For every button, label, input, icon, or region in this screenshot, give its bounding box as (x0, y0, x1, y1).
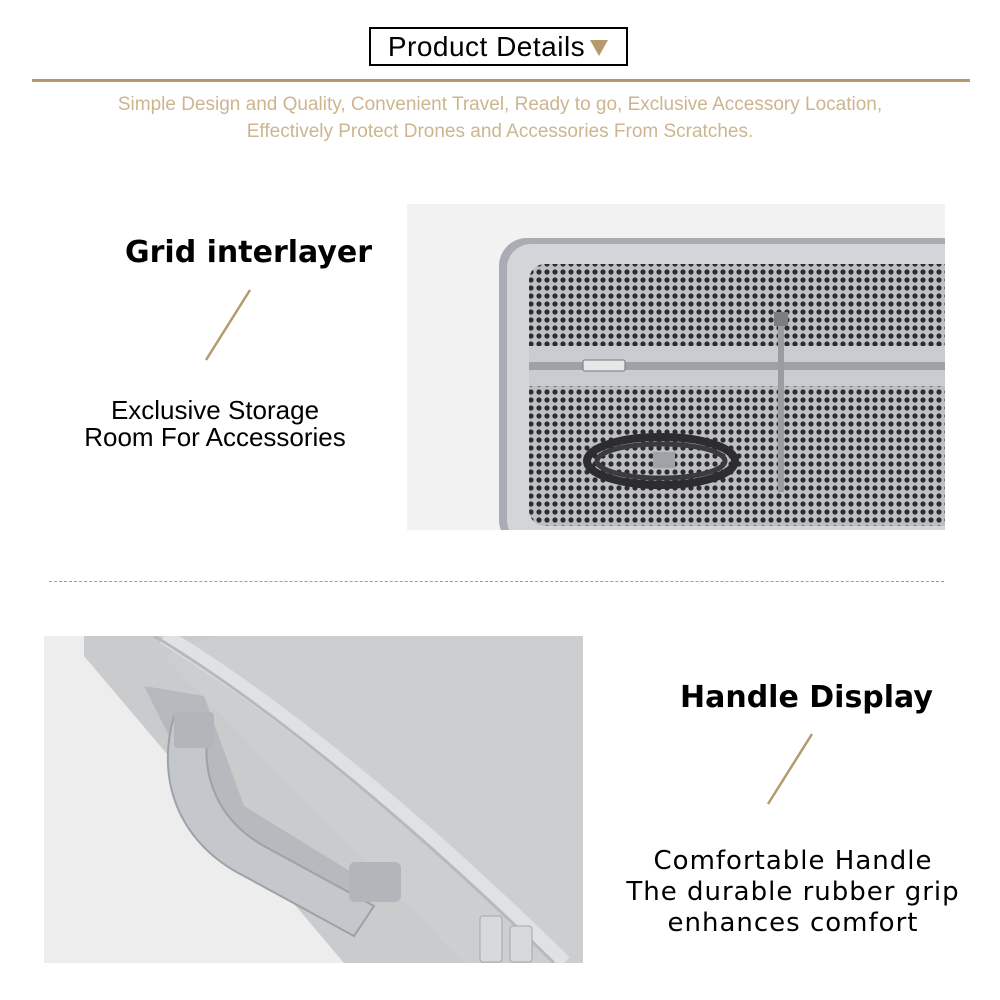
triangle-down-icon (590, 39, 609, 56)
handle-desc-line-1: Comfortable Handle (653, 846, 933, 876)
grid-desc-line-2: Room For Accessories (84, 422, 346, 452)
subtitle-line-1: Simple Design and Quality, Convenient Tr… (117, 94, 883, 115)
handle-desc-line-3: enhances comfort (667, 908, 919, 938)
handle-display-heading: Handle Display (680, 680, 933, 715)
grid-desc-line-1: Exclusive Storage (110, 395, 320, 425)
handle-display-description: Comfortable Handle The durable rubber gr… (598, 846, 988, 939)
handle-desc-line-2: The durable rubber grip (626, 877, 960, 907)
slash-divider-icon (766, 733, 814, 805)
case-handle-photo (44, 636, 583, 963)
header-divider (32, 79, 970, 82)
grid-interlayer-heading: Grid interlayer (125, 235, 373, 270)
page-title: Product Details (387, 30, 586, 62)
mesh-pocket-photo (407, 204, 945, 530)
grid-interlayer-description: Exclusive Storage Room For Accessories (60, 397, 370, 451)
section-title-badge: Product Details (369, 27, 628, 66)
slash-divider-icon (204, 289, 252, 361)
subtitle-line-2: Effectively Protect Drones and Accessori… (246, 121, 754, 142)
section-divider (49, 581, 944, 582)
